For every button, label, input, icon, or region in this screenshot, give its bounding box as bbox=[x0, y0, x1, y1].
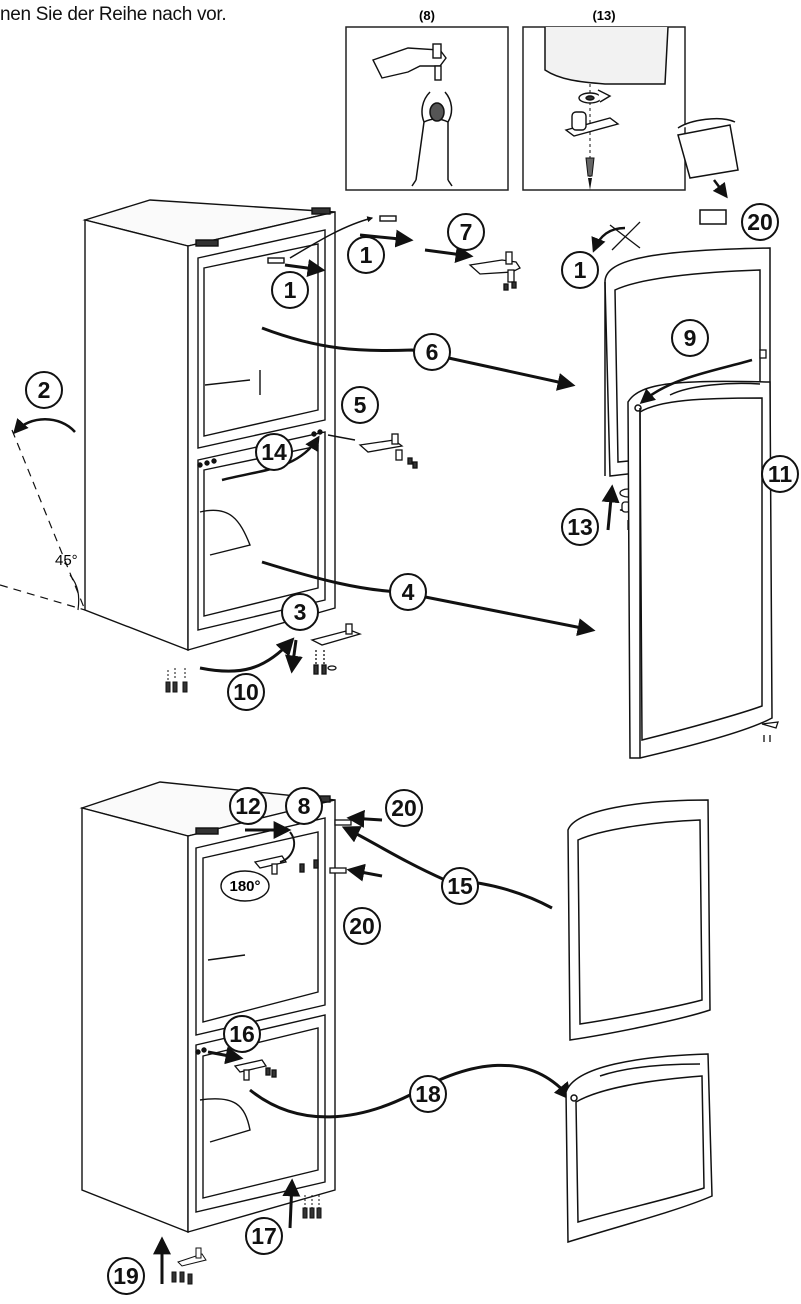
screw-icon bbox=[585, 157, 595, 177]
step-number-7: 7 bbox=[460, 219, 473, 245]
hinge-bracket-icon bbox=[372, 43, 447, 81]
bottom-screws-upper bbox=[165, 668, 188, 693]
door-stop-icon bbox=[564, 111, 620, 137]
step-number-13: 13 bbox=[567, 514, 593, 540]
step-number-1a: 1 bbox=[284, 277, 297, 303]
step-number-9: 9 bbox=[684, 325, 697, 351]
top-hinge-part bbox=[468, 251, 521, 291]
step-badge-19 bbox=[107, 1257, 145, 1295]
step-badge-1c bbox=[561, 251, 599, 289]
step-badge-3 bbox=[281, 593, 319, 631]
pliers-icon bbox=[411, 91, 453, 187]
rotate-180-label: 180° bbox=[229, 878, 260, 895]
step-number-1c: 1 bbox=[574, 257, 587, 283]
step-number-10: 10 bbox=[233, 679, 259, 705]
step-number-12: 12 bbox=[235, 793, 261, 819]
fridge-bottom-view bbox=[79, 781, 336, 1234]
step-badge-6 bbox=[413, 333, 451, 371]
angle-label: 45° bbox=[55, 552, 78, 569]
step-number-20c: 20 bbox=[349, 913, 375, 939]
inset-label-13: (13) bbox=[592, 8, 615, 23]
crossed-out-icon bbox=[591, 221, 641, 253]
lower-feet bbox=[171, 1195, 322, 1285]
step-badge-8 bbox=[285, 787, 323, 825]
tilt-angle-indicator bbox=[0, 418, 86, 611]
inset-box-8: (8) bbox=[345, 8, 509, 191]
washer-icon bbox=[578, 89, 612, 104]
step-badge-9 bbox=[671, 319, 709, 357]
step-number-6: 6 bbox=[426, 339, 439, 365]
step-number-4: 4 bbox=[402, 579, 415, 605]
step-number-11: 11 bbox=[768, 461, 793, 487]
step-number-17: 17 bbox=[251, 1223, 277, 1249]
fridge-top-view bbox=[82, 199, 397, 652]
door-corner-detail bbox=[544, 26, 669, 85]
step-number-3: 3 bbox=[294, 599, 307, 625]
step-badge-20c bbox=[343, 907, 381, 945]
step-number-2: 2 bbox=[38, 377, 51, 403]
step-badge-11 bbox=[761, 455, 799, 493]
lower-door-fridge bbox=[565, 1053, 713, 1244]
step-badge-14 bbox=[255, 433, 293, 471]
inset-box-13: (13) bbox=[522, 8, 686, 191]
rotate-180-badge bbox=[220, 870, 270, 902]
step-badge-10 bbox=[227, 673, 265, 711]
door-hinge-pin bbox=[639, 349, 779, 742]
step-badge-2 bbox=[25, 371, 63, 409]
middle-hinge-part bbox=[358, 433, 418, 469]
step-number-15: 15 bbox=[447, 873, 473, 899]
step-number-19: 19 bbox=[113, 1263, 139, 1289]
step-number-20b: 20 bbox=[391, 795, 417, 821]
bottom-hinge-part bbox=[310, 623, 362, 675]
bag-icon bbox=[677, 117, 739, 199]
step-badge-15 bbox=[441, 867, 479, 905]
step-badge-16 bbox=[223, 1015, 261, 1053]
lower-parts bbox=[233, 819, 352, 1081]
step-badge-20a bbox=[741, 203, 779, 241]
step-badge-5 bbox=[341, 386, 379, 424]
step-number-8: 8 bbox=[298, 793, 311, 819]
step-number-20a: 20 bbox=[747, 209, 773, 235]
step-badge-7 bbox=[447, 213, 485, 251]
step-badge-13 bbox=[561, 508, 599, 546]
step-badge-20b bbox=[385, 789, 423, 827]
upper-door-fridge bbox=[627, 380, 773, 759]
inset-label-8: (8) bbox=[419, 8, 435, 23]
step-badge-1a bbox=[271, 271, 309, 309]
step-number-14: 14 bbox=[261, 439, 287, 465]
step-number-16: 16 bbox=[229, 1021, 255, 1047]
step-badge-4 bbox=[389, 573, 427, 611]
step-badge-17 bbox=[245, 1217, 283, 1255]
step-number-5: 5 bbox=[354, 392, 367, 418]
step-number-18: 18 bbox=[415, 1081, 441, 1107]
step-badge-12 bbox=[229, 787, 267, 825]
step-badge-18 bbox=[409, 1075, 447, 1113]
instruction-text: nen Sie der Reihe nach vor. bbox=[0, 4, 227, 25]
lower-door-freezer bbox=[567, 799, 711, 1041]
step-badge-1b bbox=[347, 236, 385, 274]
step-number-1b: 1 bbox=[360, 242, 373, 268]
